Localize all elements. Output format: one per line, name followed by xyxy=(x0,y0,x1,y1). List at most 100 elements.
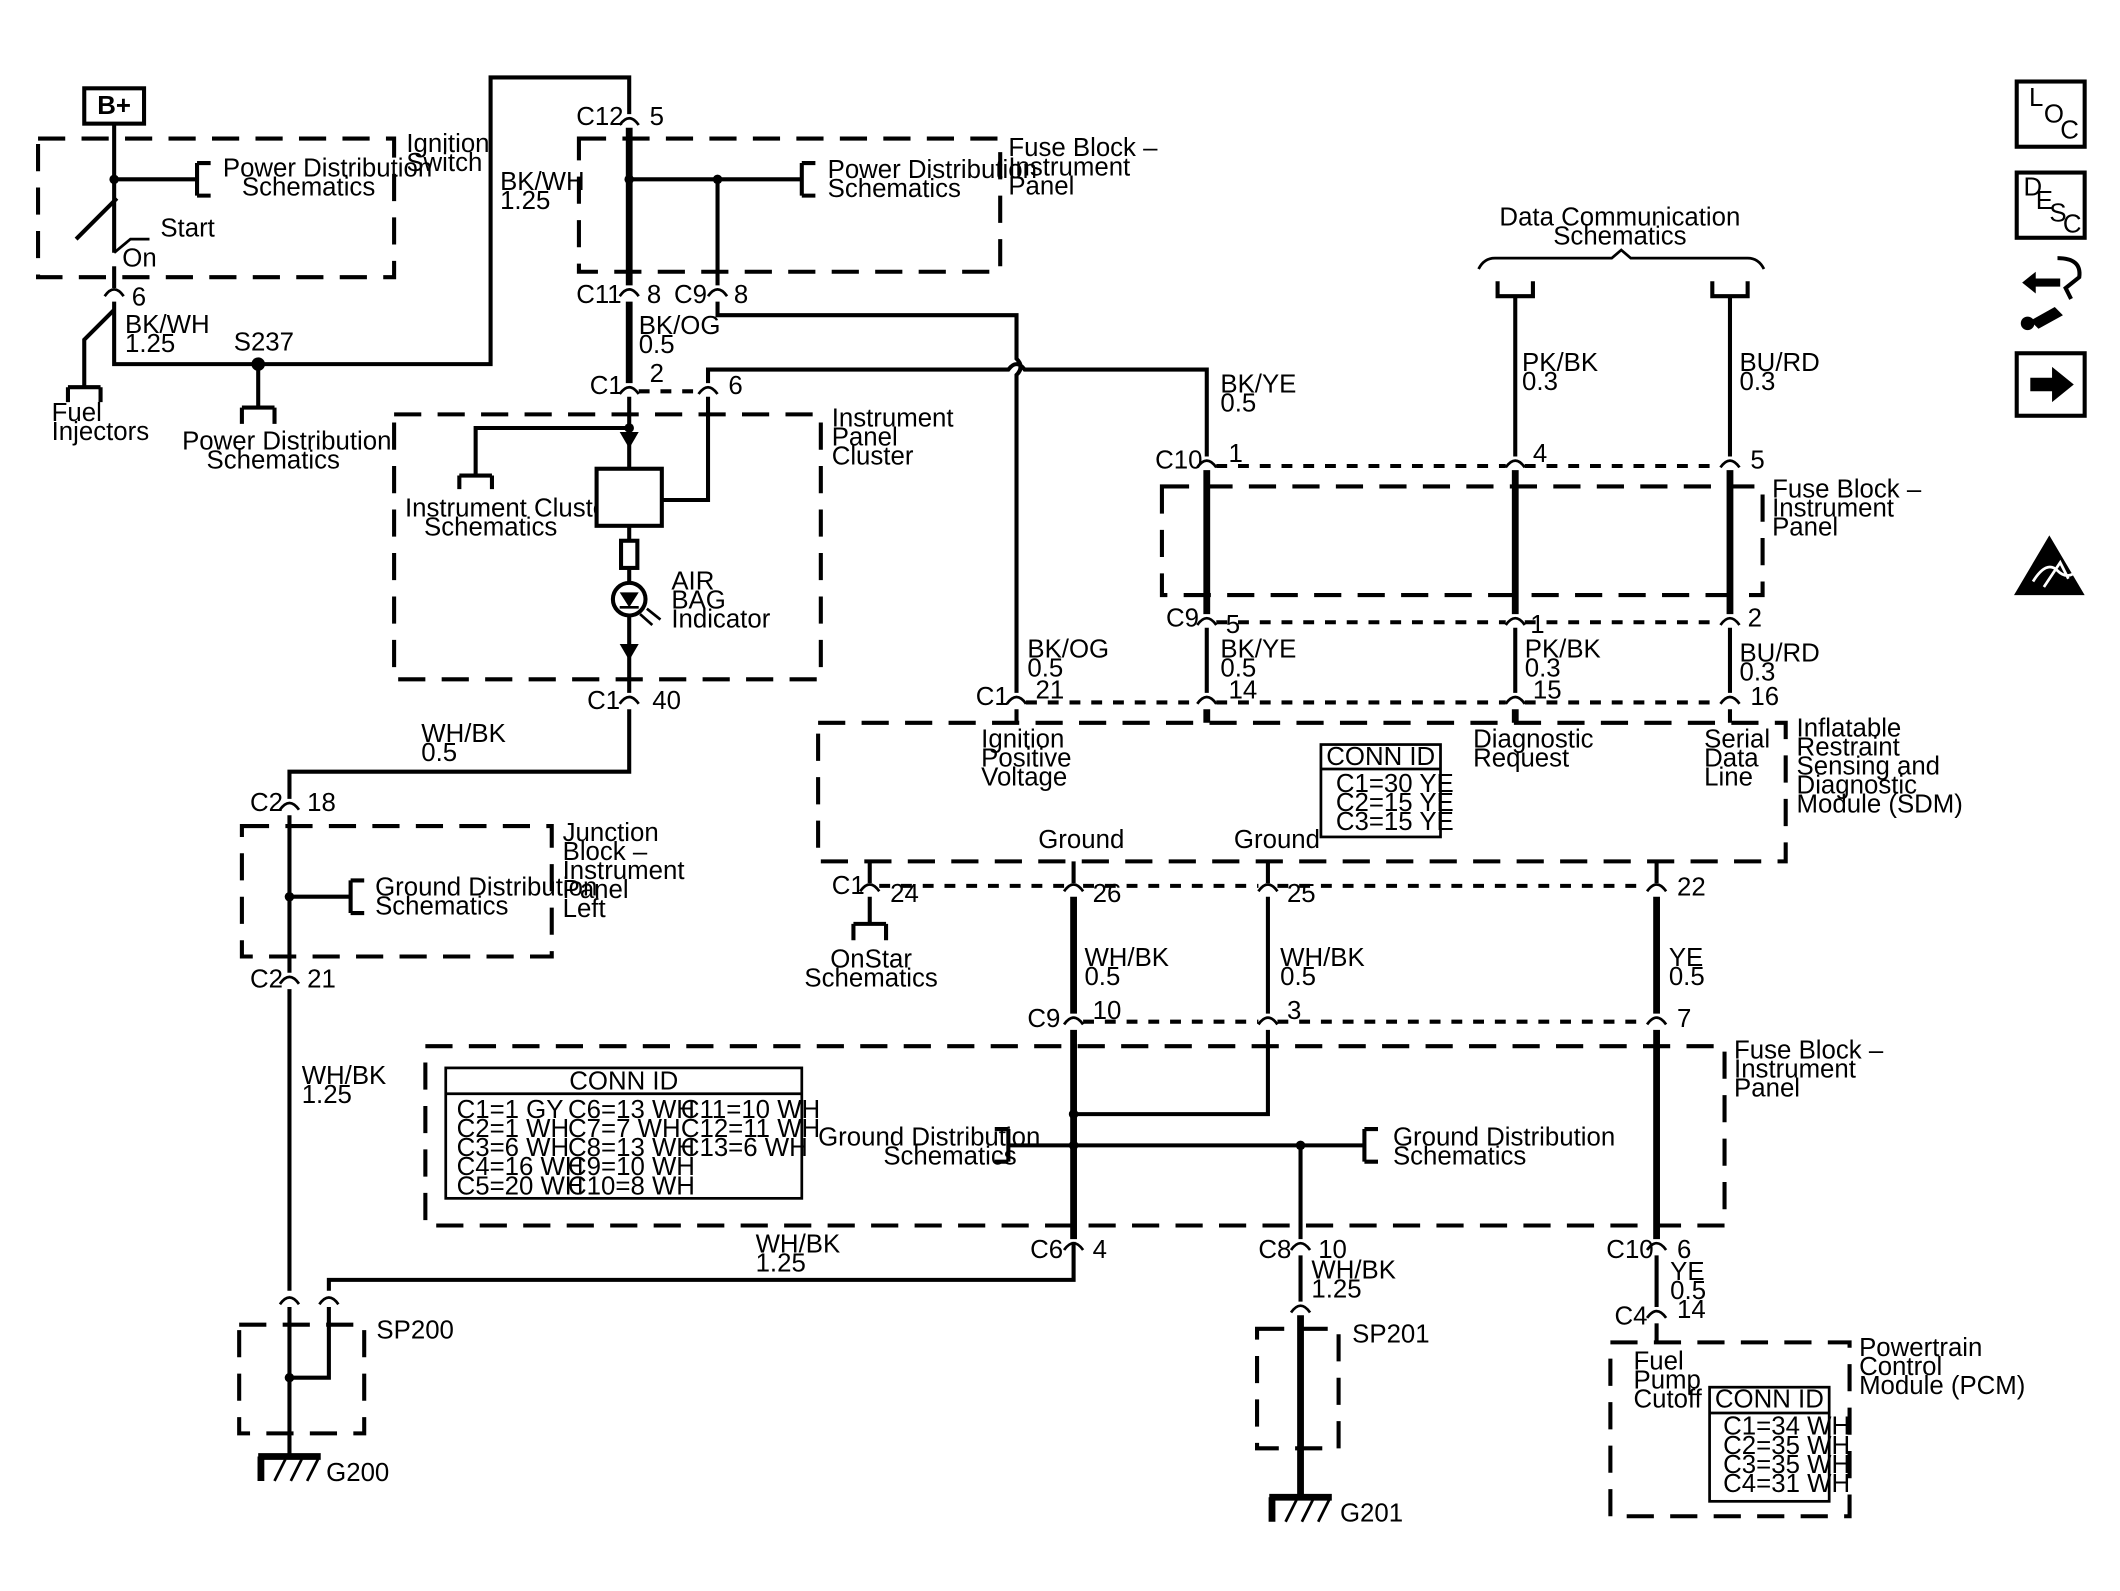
svg-text:CONN ID: CONN ID xyxy=(1326,743,1435,771)
svg-text:CONN ID: CONN ID xyxy=(1715,1386,1824,1414)
wire-bkye-top-label: BK/YE xyxy=(1220,371,1296,399)
connector-c1-21 xyxy=(1005,695,1028,705)
svg-text:Left: Left xyxy=(563,895,606,923)
svg-text:16: 16 xyxy=(1750,683,1779,711)
connector-c9-2 xyxy=(1719,616,1741,626)
cluster-module xyxy=(594,466,664,528)
esd-warning-icon xyxy=(2014,535,2085,596)
sdm-pin-ignition-label: Ignition xyxy=(981,725,1064,753)
ic-ref-label: Instrument Cluster xyxy=(405,494,616,522)
svg-text:26: 26 xyxy=(1093,880,1122,908)
svg-text:Data: Data xyxy=(1704,744,1759,772)
svg-text:25: 25 xyxy=(1287,880,1316,908)
svg-text:C4=31 WH: C4=31 WH xyxy=(1723,1470,1850,1498)
connector-c9-7 xyxy=(1645,1016,1668,1026)
svg-text:Line: Line xyxy=(1704,763,1753,791)
svg-text:C7=7 WH: C7=7 WH xyxy=(568,1115,681,1143)
svg-text:22: 22 xyxy=(1677,873,1706,901)
svg-text:Injectors: Injectors xyxy=(52,418,150,446)
svg-text:6: 6 xyxy=(728,372,742,400)
connector-c1-22 xyxy=(1645,883,1668,893)
next-arrow-icon[interactable] xyxy=(2014,351,2087,418)
wire-bkwh-top-label: BK/WH xyxy=(500,168,585,196)
svg-text:0.5: 0.5 xyxy=(639,331,675,359)
svg-text:C3=6 WH: C3=6 WH xyxy=(457,1134,570,1162)
svg-text:7: 7 xyxy=(1677,1005,1691,1033)
fuel-injectors-label: Fuel xyxy=(52,399,102,427)
description-icon[interactable]: D E S C xyxy=(2014,170,2087,240)
svg-text:3: 3 xyxy=(1287,997,1301,1025)
svg-text:10: 10 xyxy=(1093,997,1122,1025)
svg-text:Diagnostic: Diagnostic xyxy=(1797,771,1918,799)
svg-text:C3=15 YE: C3=15 YE xyxy=(1336,808,1454,836)
onstar-ref-label: OnStar xyxy=(830,945,912,973)
svg-text:0.3: 0.3 xyxy=(1739,368,1775,396)
svg-text:C1=34 WH: C1=34 WH xyxy=(1723,1413,1850,1441)
svg-text:0.3: 0.3 xyxy=(1525,655,1561,683)
svg-text:Schematics: Schematics xyxy=(1553,223,1686,251)
junction-block-box xyxy=(239,824,554,959)
connector-c12 xyxy=(618,116,640,126)
svg-text:10: 10 xyxy=(1318,1236,1347,1264)
wire-burd-mid-label: BU/RD xyxy=(1739,640,1819,668)
svg-text:Schematics: Schematics xyxy=(242,174,375,202)
svg-text:C9=10 WH: C9=10 WH xyxy=(568,1153,695,1181)
svg-text:0.5: 0.5 xyxy=(1669,963,1705,991)
wire-bkog-mid-label: BK/OG xyxy=(1027,636,1109,664)
svg-text:0.3: 0.3 xyxy=(1522,368,1558,396)
svg-text:C1: C1 xyxy=(590,372,623,400)
svg-text:C1: C1 xyxy=(832,872,865,900)
svg-text:C2=15 YE: C2=15 YE xyxy=(1336,789,1454,817)
sdm-pin-serial-label: Serial xyxy=(1704,725,1770,753)
svg-text:Panel: Panel xyxy=(832,424,898,452)
location-icon[interactable]: L O C xyxy=(2014,79,2087,149)
connector-c1-top xyxy=(618,385,640,395)
svg-text:6: 6 xyxy=(132,284,146,312)
svg-text:Module (PCM): Module (PCM) xyxy=(1859,1372,2025,1400)
svg-text:Voltage: Voltage xyxy=(981,763,1067,791)
svg-text:Indicator: Indicator xyxy=(671,606,770,634)
svg-text:C8=13 WH: C8=13 WH xyxy=(568,1134,695,1162)
diagnostic-wrench-icon[interactable] xyxy=(2020,256,2082,331)
sp200-connector-b xyxy=(318,1296,340,1306)
ground-g201-symbol xyxy=(1268,1493,1332,1522)
pcm-box xyxy=(1608,1340,1852,1519)
pd-fuse-ref-label: Power Distribution xyxy=(828,156,1037,184)
connector-c10-5 xyxy=(1719,459,1741,469)
switch-on-label: On xyxy=(122,244,156,272)
svg-text:C6=13 WH: C6=13 WH xyxy=(568,1096,695,1124)
svg-text:0.5: 0.5 xyxy=(1220,655,1256,683)
switch-start-label: Start xyxy=(160,214,214,242)
svg-text:C2=35 WH: C2=35 WH xyxy=(1723,1432,1850,1460)
svg-text:5: 5 xyxy=(650,103,664,131)
fuel-injector-branch xyxy=(82,308,116,388)
svg-text:C11: C11 xyxy=(576,281,621,309)
instrument-panel-cluster-box xyxy=(392,412,823,682)
svg-text:Switch: Switch xyxy=(406,149,482,177)
svg-text:C6: C6 xyxy=(1030,1236,1063,1264)
svg-text:C12=11 WH: C12=11 WH xyxy=(681,1115,820,1143)
ground-g200-label: G200 xyxy=(326,1459,389,1487)
svg-text:14: 14 xyxy=(1229,676,1258,704)
svg-text:Schematics: Schematics xyxy=(424,513,557,541)
svg-text:C1: C1 xyxy=(587,687,620,715)
svg-text:1.25: 1.25 xyxy=(125,330,175,358)
wire-whbk-sp201-label: WH/BK xyxy=(1311,1257,1396,1285)
svg-text:C12: C12 xyxy=(576,103,623,131)
splice-s237-label: S237 xyxy=(234,329,294,357)
fuse-block-right-label: Fuse Block – xyxy=(1772,475,1922,503)
svg-text:C3=35 WH: C3=35 WH xyxy=(1723,1451,1850,1479)
sdm-pin-ground2-label: Ground xyxy=(1234,826,1320,854)
svg-text:Instrument: Instrument xyxy=(1008,153,1130,181)
wire-bkwh-left-label: BK/WH xyxy=(125,311,210,339)
sp201-connector xyxy=(1289,1304,1312,1314)
svg-text:C10=8 WH: C10=8 WH xyxy=(568,1172,695,1200)
junction-block-label: Junction xyxy=(563,819,659,847)
connector-c1-14 xyxy=(1196,695,1218,705)
svg-text:Block –: Block – xyxy=(563,838,648,866)
svg-text:C9: C9 xyxy=(1166,604,1199,632)
ground-g200-symbol xyxy=(257,1453,321,1481)
svg-text:C: C xyxy=(2060,117,2079,145)
svg-text:C10: C10 xyxy=(1155,447,1202,475)
